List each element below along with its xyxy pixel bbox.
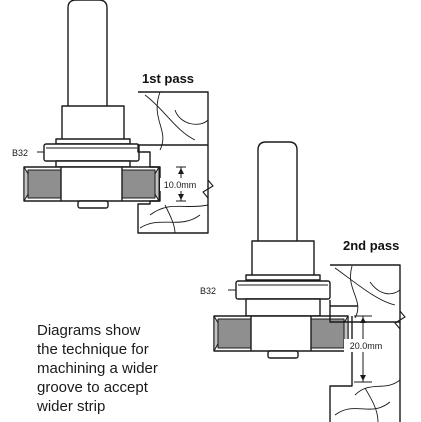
pass2-dim-arrow-bottom bbox=[360, 375, 366, 381]
pass2-workpiece: 20.0mm bbox=[329, 264, 406, 422]
pass1-workpiece-outline bbox=[137, 91, 209, 234]
pass2-spacer bbox=[245, 298, 321, 317]
caption-line-3: machining a wider bbox=[37, 360, 158, 377]
pass2-depth-label: 20.0mm bbox=[350, 341, 383, 351]
caption-text: Diagrams show the technique for machinin… bbox=[37, 321, 237, 416]
pass1-cutter-assembly bbox=[23, 0, 160, 209]
pass1-cutter-tip-left-shade bbox=[27, 169, 62, 199]
caption-line-5: wider strip bbox=[37, 398, 106, 415]
pass1-body bbox=[61, 105, 125, 142]
caption-line-1: Diagrams show bbox=[37, 322, 141, 339]
caption-line-2: the technique for bbox=[37, 341, 149, 358]
pass2-nut bbox=[267, 350, 299, 359]
pass2-bearing bbox=[235, 280, 331, 300]
pass2-workpiece-outline bbox=[329, 264, 401, 422]
pass1-title: 1st pass bbox=[142, 71, 195, 86]
pass1-workpiece: 10.0mm bbox=[137, 91, 214, 234]
pass1-grain bbox=[139, 91, 209, 234]
pass1-bearing bbox=[43, 143, 140, 162]
pass1-shank bbox=[67, 0, 108, 108]
pass2-collar bbox=[245, 274, 321, 281]
pass1-break-mark bbox=[202, 179, 214, 199]
pass1-bearing-label: B32 bbox=[12, 148, 28, 158]
pass1-depth-label: 10.0mm bbox=[164, 180, 197, 190]
pass1-dim-arrow-bottom bbox=[178, 194, 184, 200]
caption-line-4: groove to accept bbox=[37, 379, 148, 396]
pass2-cutter-tip-right-shade bbox=[310, 318, 345, 349]
pass1-spacer bbox=[55, 160, 131, 168]
pass1-cutter-tip-right-shade bbox=[121, 169, 156, 199]
pass2-dim-arrow-top bbox=[360, 317, 366, 323]
pass1-collar bbox=[55, 138, 131, 145]
pass2-grain bbox=[334, 265, 401, 422]
pass2-bearing-label: B32 bbox=[200, 286, 216, 296]
pass2-break-mark bbox=[394, 310, 406, 330]
pass2-body bbox=[251, 240, 315, 278]
pass2-title: 2nd pass bbox=[343, 238, 400, 253]
pass1-dim-arrow-top bbox=[178, 168, 184, 174]
pass1-nut bbox=[77, 200, 109, 209]
pass2-shank bbox=[257, 141, 298, 243]
pass2-cutter-tip-left-shade bbox=[217, 318, 252, 349]
pass2-cutter-assembly bbox=[213, 141, 349, 359]
